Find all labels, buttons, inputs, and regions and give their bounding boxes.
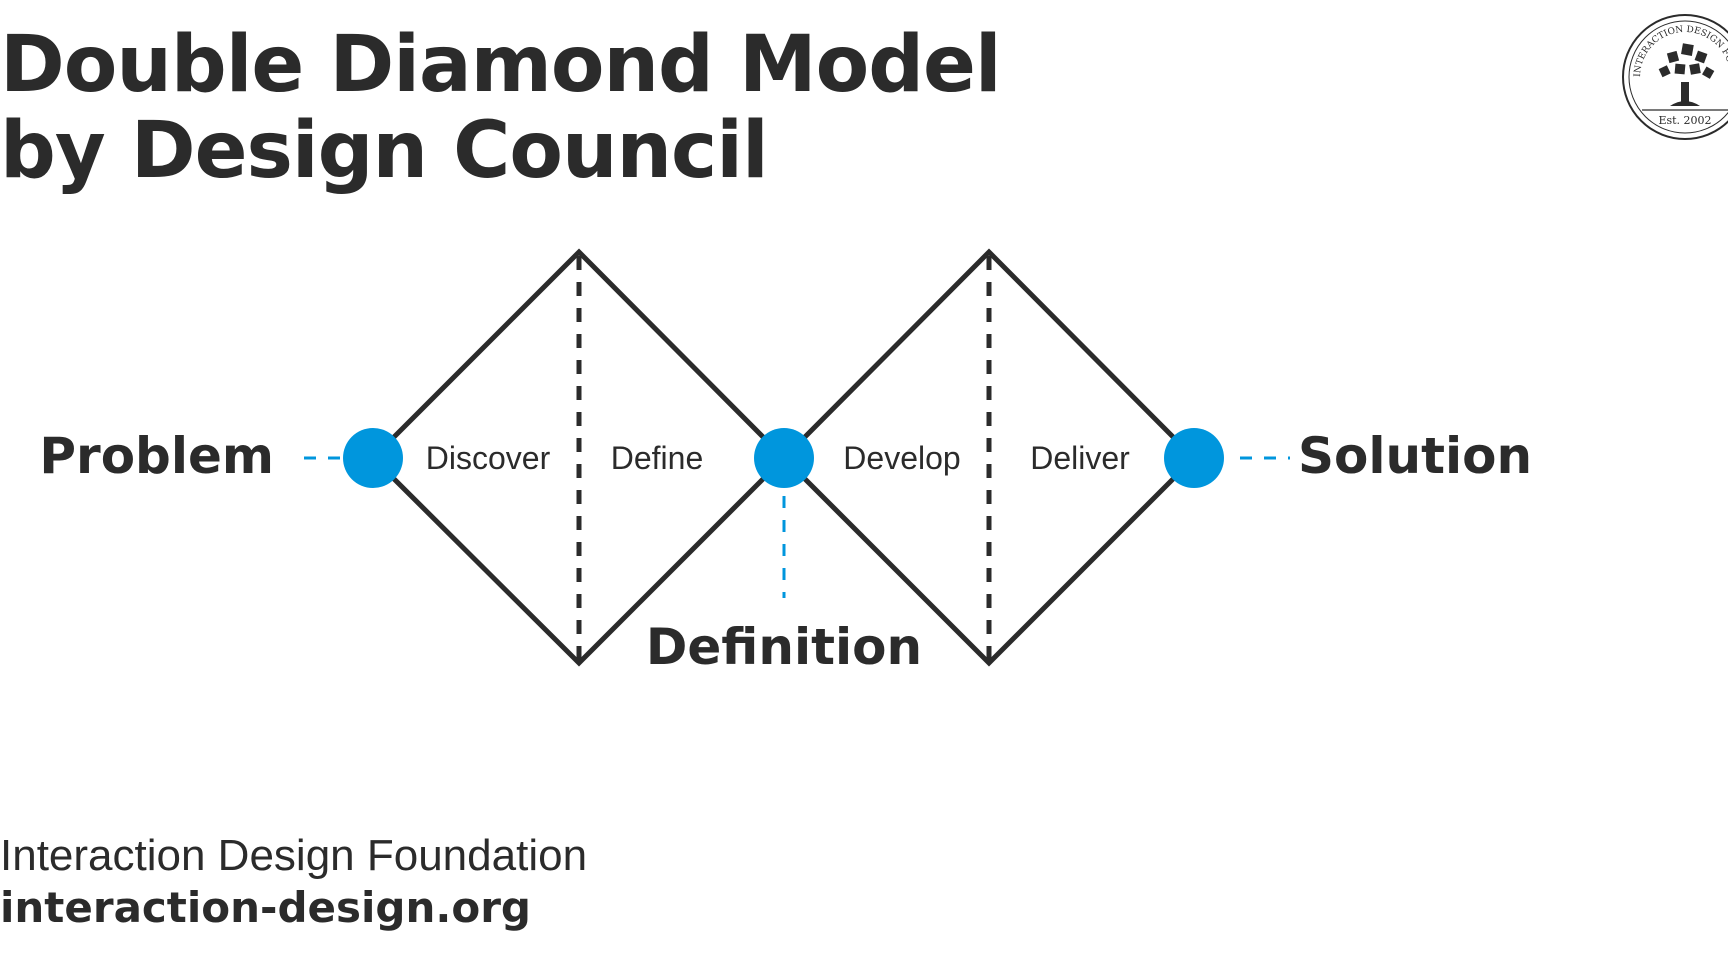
footer-org-name: Interaction Design Foundation xyxy=(0,831,588,880)
connectors xyxy=(304,456,1290,598)
phase-define: Define xyxy=(611,440,704,476)
idf-logo: INTERACTION DESIGN FOUNDATION Est. 2002 xyxy=(1620,12,1728,140)
title-line-2: by Design Council xyxy=(0,106,769,196)
logo-est-text: Est. 2002 xyxy=(1658,114,1711,127)
page-title: Double Diamond Model by Design Council xyxy=(0,20,1002,196)
problem-node xyxy=(343,428,403,488)
problem-label: Problem xyxy=(39,427,274,485)
tree-icon xyxy=(1658,43,1715,106)
definition-node xyxy=(754,428,814,488)
phase-deliver: Deliver xyxy=(1030,440,1130,476)
footer: Interaction Design Foundation interactio… xyxy=(0,830,587,934)
definition-label: Definition xyxy=(646,618,922,676)
phase-discover: Discover xyxy=(426,440,551,476)
nodes xyxy=(343,428,1224,488)
title-line-1: Double Diamond Model xyxy=(0,20,1002,110)
solution-label: Solution xyxy=(1298,427,1532,485)
footer-url: interaction-design.org xyxy=(0,883,531,932)
solution-node xyxy=(1164,428,1224,488)
phase-develop: Develop xyxy=(843,440,960,476)
